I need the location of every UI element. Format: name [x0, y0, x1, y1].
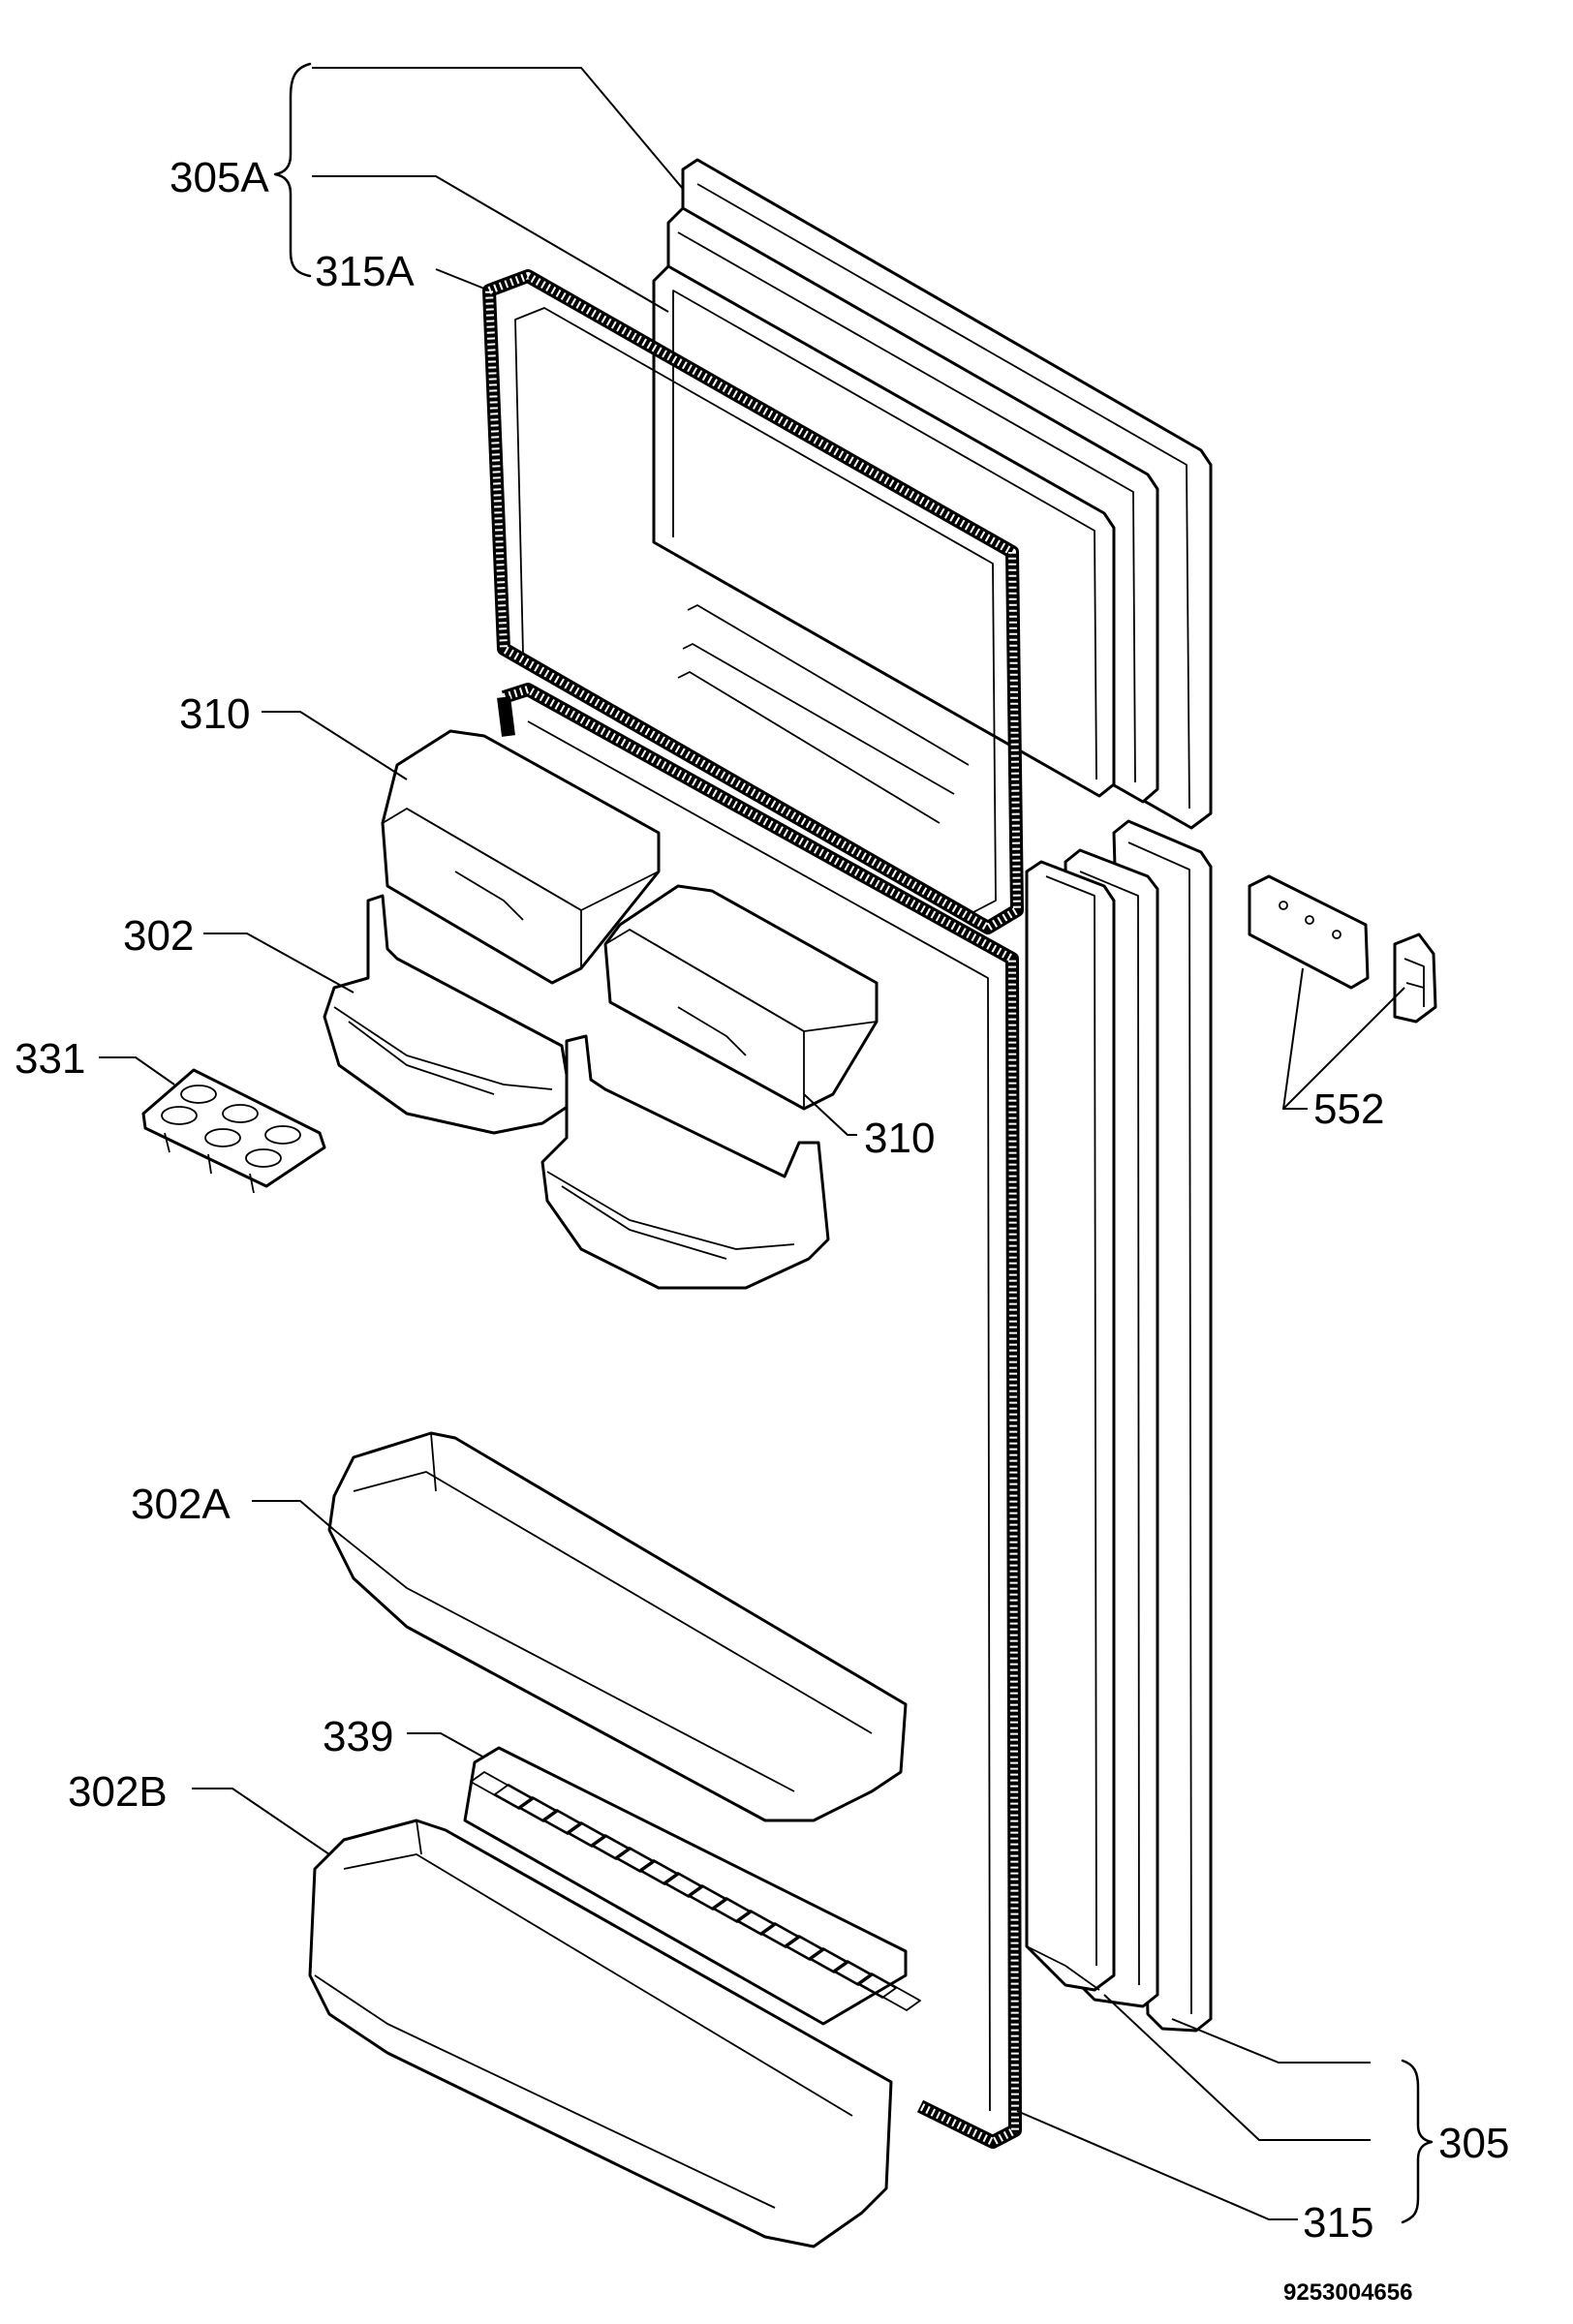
- label-315: 315: [1303, 2199, 1373, 2247]
- label-305A: 305A: [170, 154, 269, 201]
- dairy-compartment-lower: [603, 884, 879, 1111]
- label-302A: 302A: [131, 1481, 231, 1528]
- divider-finger: [857, 1972, 921, 2011]
- freezer-door-gasket: [482, 269, 1024, 934]
- label-331: 331: [15, 1035, 85, 1083]
- label-315A: 315A: [315, 248, 415, 295]
- fridge-door-gasket: [497, 683, 1022, 2149]
- leader-lines: [99, 62, 1434, 2224]
- hinge-bracket: [1393, 933, 1437, 1024]
- bottle-shelf-302a: [327, 1431, 908, 1822]
- freezer-door-panel: [652, 158, 1213, 830]
- label-302: 302: [123, 912, 194, 960]
- label-339: 339: [323, 1713, 393, 1760]
- label-552: 552: [1313, 1086, 1384, 1133]
- egg-tray: [141, 1068, 326, 1194]
- fridge-door-panel: [1025, 819, 1213, 2033]
- dairy-compartment-upper: [381, 729, 661, 985]
- bottle-shelf-302b: [308, 1819, 893, 2248]
- label-305: 305: [1438, 2120, 1509, 2167]
- bottle-divider-339: [463, 1746, 921, 2026]
- label-302B: 302B: [68, 1768, 168, 1816]
- hinge-plate: [1248, 874, 1370, 990]
- label-310-lower: 310: [864, 1115, 935, 1162]
- door-shelf-small-right: [540, 1034, 830, 1290]
- label-310-upper: 310: [179, 690, 250, 738]
- drawing-code: 9253004656: [1283, 2279, 1412, 2306]
- door-shelf-small-left: [323, 894, 573, 1135]
